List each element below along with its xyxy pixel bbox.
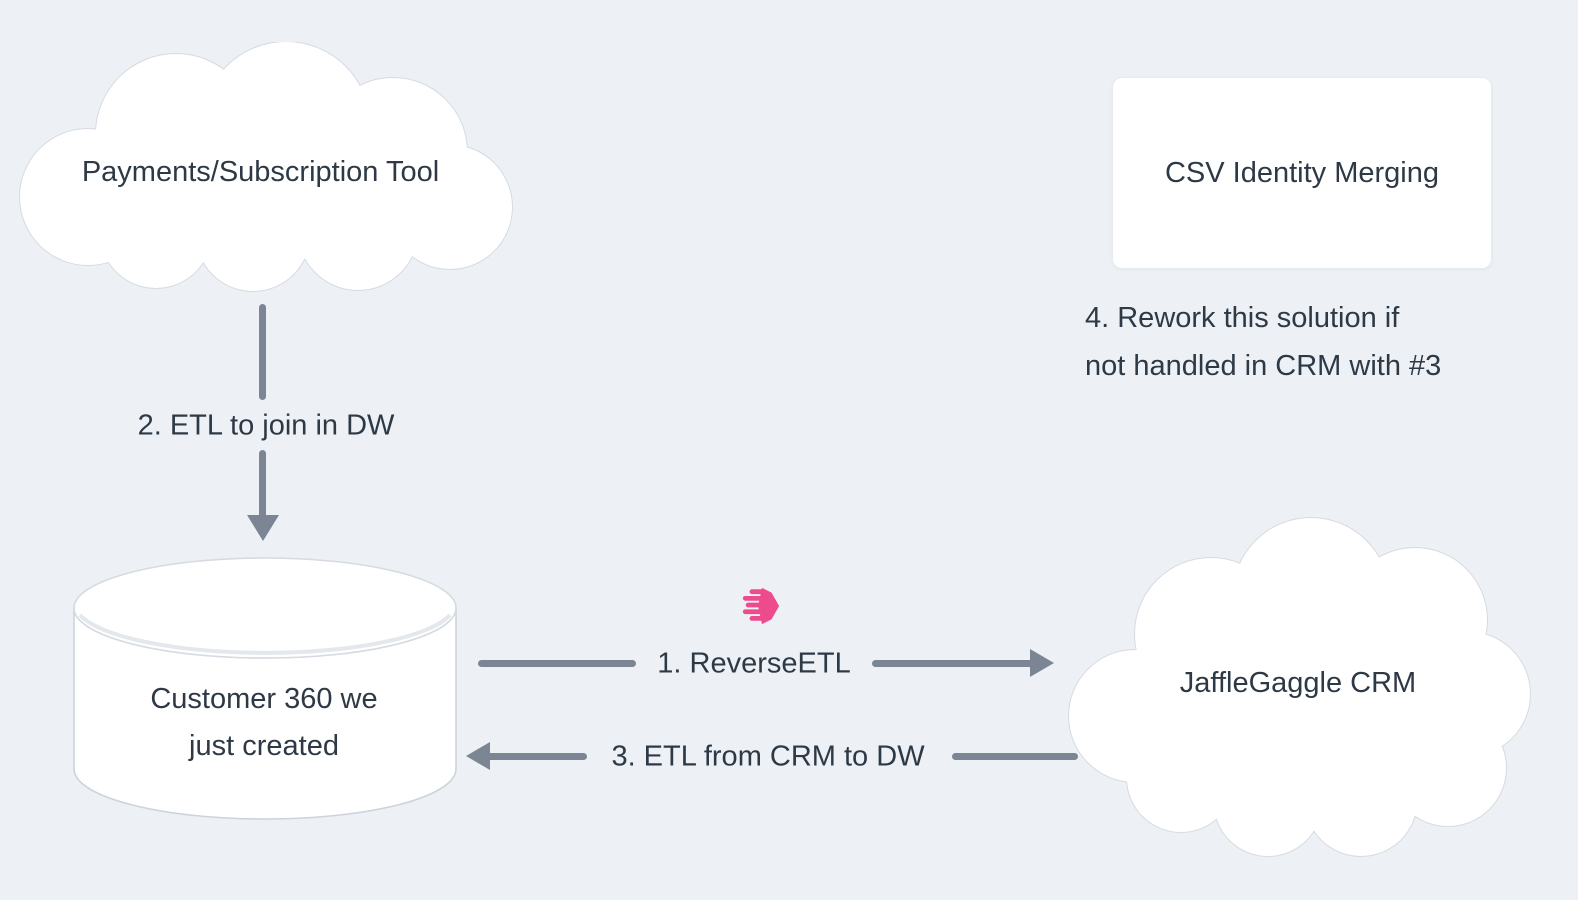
etl-join-arrow-segment-bottom <box>259 450 266 518</box>
reverse-etl-arrow-segment-left <box>478 660 636 667</box>
etl-join-arrowhead-icon <box>247 515 279 541</box>
etl-from-crm-arrow-segment-right <box>952 753 1078 760</box>
reverse-etl-tool-icon <box>742 587 780 625</box>
warehouse-cylinder-shape <box>73 557 457 820</box>
etl-join-arrow-segment-top <box>259 304 266 400</box>
rework-note: 4. Rework this solution if not handled i… <box>1085 294 1441 390</box>
csv-identity-merging-box: CSV Identity Merging <box>1112 77 1492 269</box>
etl-from-crm-arrow-segment-left <box>487 753 587 760</box>
etl-join-arrow-label: 2. ETL to join in DW <box>137 409 395 442</box>
reverse-etl-arrowhead-icon <box>1030 649 1054 677</box>
rework-note-line2: not handled in CRM with #3 <box>1085 350 1442 382</box>
reverse-etl-arrow-segment-right <box>872 660 1034 667</box>
etl-from-crm-arrow-label: 3. ETL from CRM to DW <box>611 740 925 773</box>
csv-box-label: CSV Identity Merging <box>1164 156 1439 189</box>
payments-cloud-shape <box>19 42 513 292</box>
crm-cloud-shape <box>1068 517 1531 857</box>
reverse-etl-arrow-label: 1. ReverseETL <box>657 647 851 680</box>
etl-from-crm-arrowhead-icon <box>466 742 490 770</box>
rework-note-line1: 4. Rework this solution if <box>1085 302 1400 334</box>
